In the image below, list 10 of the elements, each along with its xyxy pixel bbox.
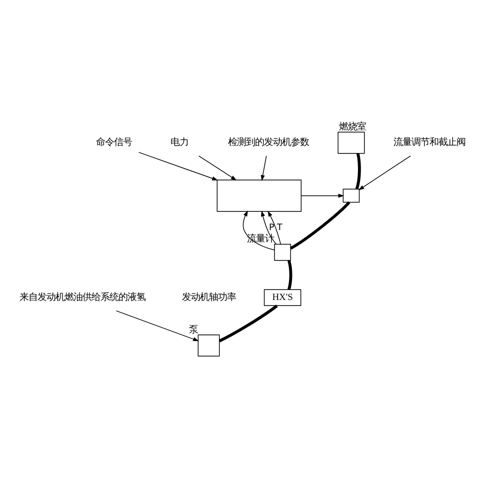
node-text: 检测到的发动机参数: [228, 136, 310, 148]
node-text: 命令信号: [96, 136, 132, 148]
edge-label: P: [268, 222, 274, 233]
label: 发动机轴功率: [182, 292, 236, 303]
node-text: 电力: [170, 136, 189, 148]
node-label: 燃烧室: [338, 121, 366, 132]
node-text: 来自发动机燃油供给系统的液氢: [19, 292, 146, 303]
node-label: 泵: [188, 324, 198, 335]
edge-label: T: [276, 222, 282, 233]
node-text: 流量调节和截止阀: [393, 136, 466, 148]
